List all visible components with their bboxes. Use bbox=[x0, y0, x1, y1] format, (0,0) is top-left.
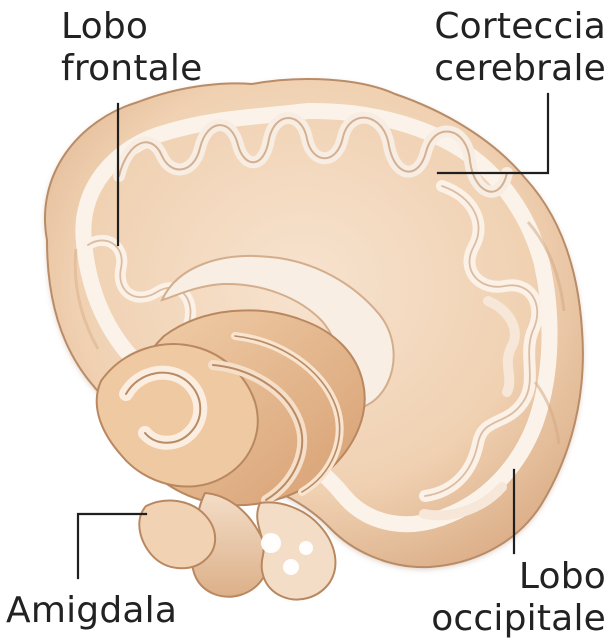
amygdala-label: Amigdala bbox=[6, 590, 177, 632]
amygdala-leader bbox=[78, 514, 146, 578]
cerebral-cortex-label-line-2: cerebrale bbox=[434, 48, 606, 90]
frontal-lobe-label-line-2: frontale bbox=[61, 48, 202, 90]
cerebral-cortex-label-line-1: Corteccia bbox=[434, 6, 606, 48]
occipital-lobe-label: Lobo occipitale bbox=[431, 556, 606, 640]
occipital-lobe-label-line-1: Lobo bbox=[431, 556, 606, 598]
frontal-lobe-label: Lobo frontale bbox=[61, 6, 202, 90]
cerebral-cortex-label: Corteccia cerebrale bbox=[434, 6, 606, 90]
frontal-lobe-label-line-1: Lobo bbox=[61, 6, 202, 48]
amygdala-label-line-1: Amigdala bbox=[6, 590, 177, 632]
occipital-lobe-label-line-2: occipitale bbox=[431, 598, 606, 640]
